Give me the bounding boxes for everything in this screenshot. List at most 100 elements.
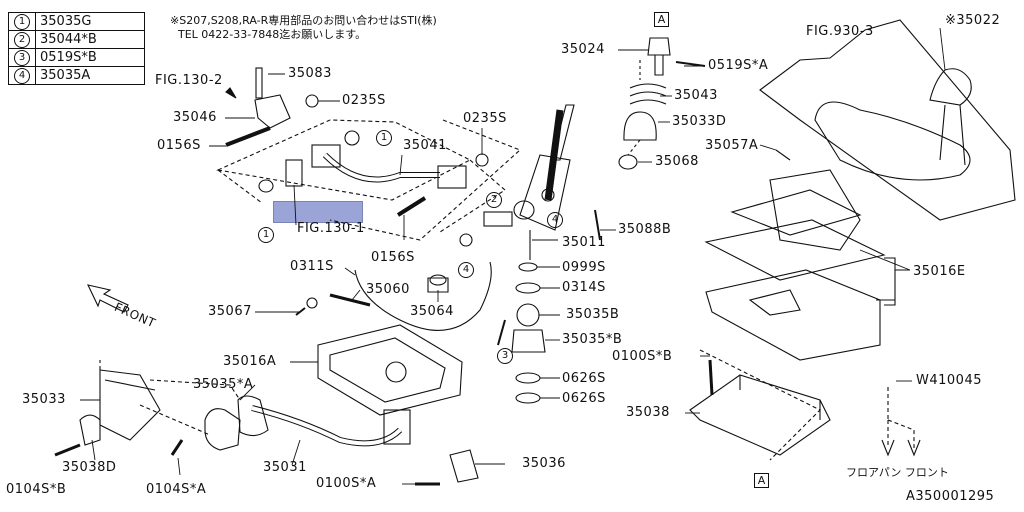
label-35022[interactable]: ※35022 [945, 13, 1001, 28]
bracket-35033 [99, 369, 161, 441]
label-35038d[interactable]: 35038D [62, 460, 117, 475]
label-35064[interactable]: 35064 [410, 304, 454, 319]
label-0100s-a[interactable]: 0100S*A [316, 476, 377, 491]
leader-lines [80, 27, 946, 485]
label-35067[interactable]: 35067 [208, 304, 252, 319]
label-0235s[interactable]: 0235S [463, 111, 507, 126]
label-35083[interactable]: 35083 [288, 66, 332, 81]
ball-35035b [516, 303, 540, 327]
shift-lever [544, 109, 564, 201]
plate [730, 189, 862, 236]
label-0626s[interactable]: 0626S [562, 391, 606, 406]
label-0314s[interactable]: 0314S [562, 280, 606, 295]
cable-35060 [354, 261, 492, 331]
label-35031[interactable]: 35031 [263, 460, 307, 475]
label-fig-130-1[interactable]: FIG.130-1 [297, 221, 365, 236]
bushing-35035a [204, 408, 241, 451]
legend-number: 4 [14, 68, 30, 84]
dashed-outline [216, 119, 472, 201]
label-35060[interactable]: 35060 [366, 282, 410, 297]
ring-0999s [518, 262, 538, 272]
label-35088b[interactable]: 35088B [618, 222, 672, 237]
bolt-0156s [396, 196, 427, 217]
washer [258, 179, 274, 193]
label-w410045[interactable]: W410045 [916, 373, 982, 388]
label-0235s[interactable]: 0235S [342, 93, 386, 108]
oring-0626s [515, 392, 541, 404]
label-0999s[interactable]: 0999S [562, 260, 606, 275]
marker-circle: 4 [547, 212, 563, 228]
label-35033d[interactable]: 35033D [672, 114, 727, 129]
label-35035b-star[interactable]: 35035*B [562, 332, 623, 347]
front-arrow-icon [87, 284, 129, 313]
label-35016e[interactable]: 35016E [913, 264, 966, 279]
part-35033d [623, 111, 657, 141]
label-35038[interactable]: 35038 [626, 405, 670, 420]
dashed-outline [329, 119, 522, 241]
boot-opening [814, 101, 971, 181]
label-35035a-star[interactable]: 35035*A [193, 377, 254, 392]
label-35043[interactable]: 35043 [674, 88, 718, 103]
nut [475, 153, 489, 167]
label-0104s-b[interactable]: 0104S*B [6, 482, 67, 497]
legend-part: 0519S*B [35, 48, 145, 67]
label-35011[interactable]: 35011 [562, 235, 606, 250]
spring-35043 [629, 83, 667, 105]
console-panel [759, 19, 1016, 221]
label-35068[interactable]: 35068 [655, 154, 699, 169]
part-35064 [429, 274, 447, 286]
legend-number: 2 [14, 32, 30, 48]
oring-0626s [515, 372, 541, 384]
label-0519s-a[interactable]: 0519S*A [708, 58, 769, 73]
label-35024[interactable]: 35024 [561, 42, 605, 57]
marker-circle: 2 [486, 192, 502, 208]
label-0100s-b[interactable]: 0100S*B [612, 349, 673, 364]
label-0156s[interactable]: 0156S [371, 250, 415, 265]
bushing [483, 211, 513, 227]
legend-number: 1 [14, 14, 30, 30]
label-fig-130-2[interactable]: FIG.130-2 [155, 73, 223, 88]
part-35038d [79, 414, 101, 446]
label-0626s[interactable]: 0626S [562, 371, 606, 386]
label-0104s-a[interactable]: 0104S*A [146, 482, 207, 497]
bracket-35046 [254, 94, 291, 129]
legend-table: 1 35035G 2 35044*B 3 0519S*B 4 35035A [8, 12, 145, 85]
washer [344, 130, 360, 146]
plate [705, 269, 881, 361]
marker-circle: 1 [376, 130, 392, 146]
label-floor-pan-front: フロアパン フロント [846, 466, 949, 479]
dashed-outline [217, 159, 506, 233]
rod-end [437, 165, 467, 189]
label-fig-930-3[interactable]: FIG.930-3 [806, 24, 874, 39]
rod-end [311, 144, 341, 168]
label-35041[interactable]: 35041 [403, 138, 447, 153]
clip-0314s [515, 282, 541, 294]
plate [704, 219, 886, 281]
legend-row: 2 35044*B [8, 30, 145, 49]
label-0311s[interactable]: 0311S [290, 259, 334, 274]
knob-35022 [929, 68, 972, 106]
diagram-id: A350001295 [906, 489, 995, 504]
label-35036[interactable]: 35036 [522, 456, 566, 471]
marker-circle: 4 [458, 262, 474, 278]
part-35036 [449, 449, 479, 483]
marker-circle: 3 [497, 348, 513, 364]
nut [305, 94, 319, 108]
part-35024 [647, 37, 671, 56]
marker-circle: 1 [258, 227, 274, 243]
label-35046[interactable]: 35046 [173, 110, 217, 125]
legend-row: 4 35035A [8, 66, 145, 85]
boot [769, 169, 861, 251]
label-0156s[interactable]: 0156S [157, 138, 201, 153]
label-35016a[interactable]: 35016A [223, 354, 277, 369]
legend-part: 35035A [35, 66, 145, 85]
label-35057a[interactable]: 35057A [705, 138, 759, 153]
label-35033[interactable]: 35033 [22, 392, 66, 407]
lever-base [519, 154, 571, 231]
nut-35068 [618, 154, 638, 170]
label-35035b[interactable]: 35035B [566, 307, 620, 322]
callout-a-bottom: A [754, 473, 769, 488]
screw-35088b [594, 209, 601, 241]
